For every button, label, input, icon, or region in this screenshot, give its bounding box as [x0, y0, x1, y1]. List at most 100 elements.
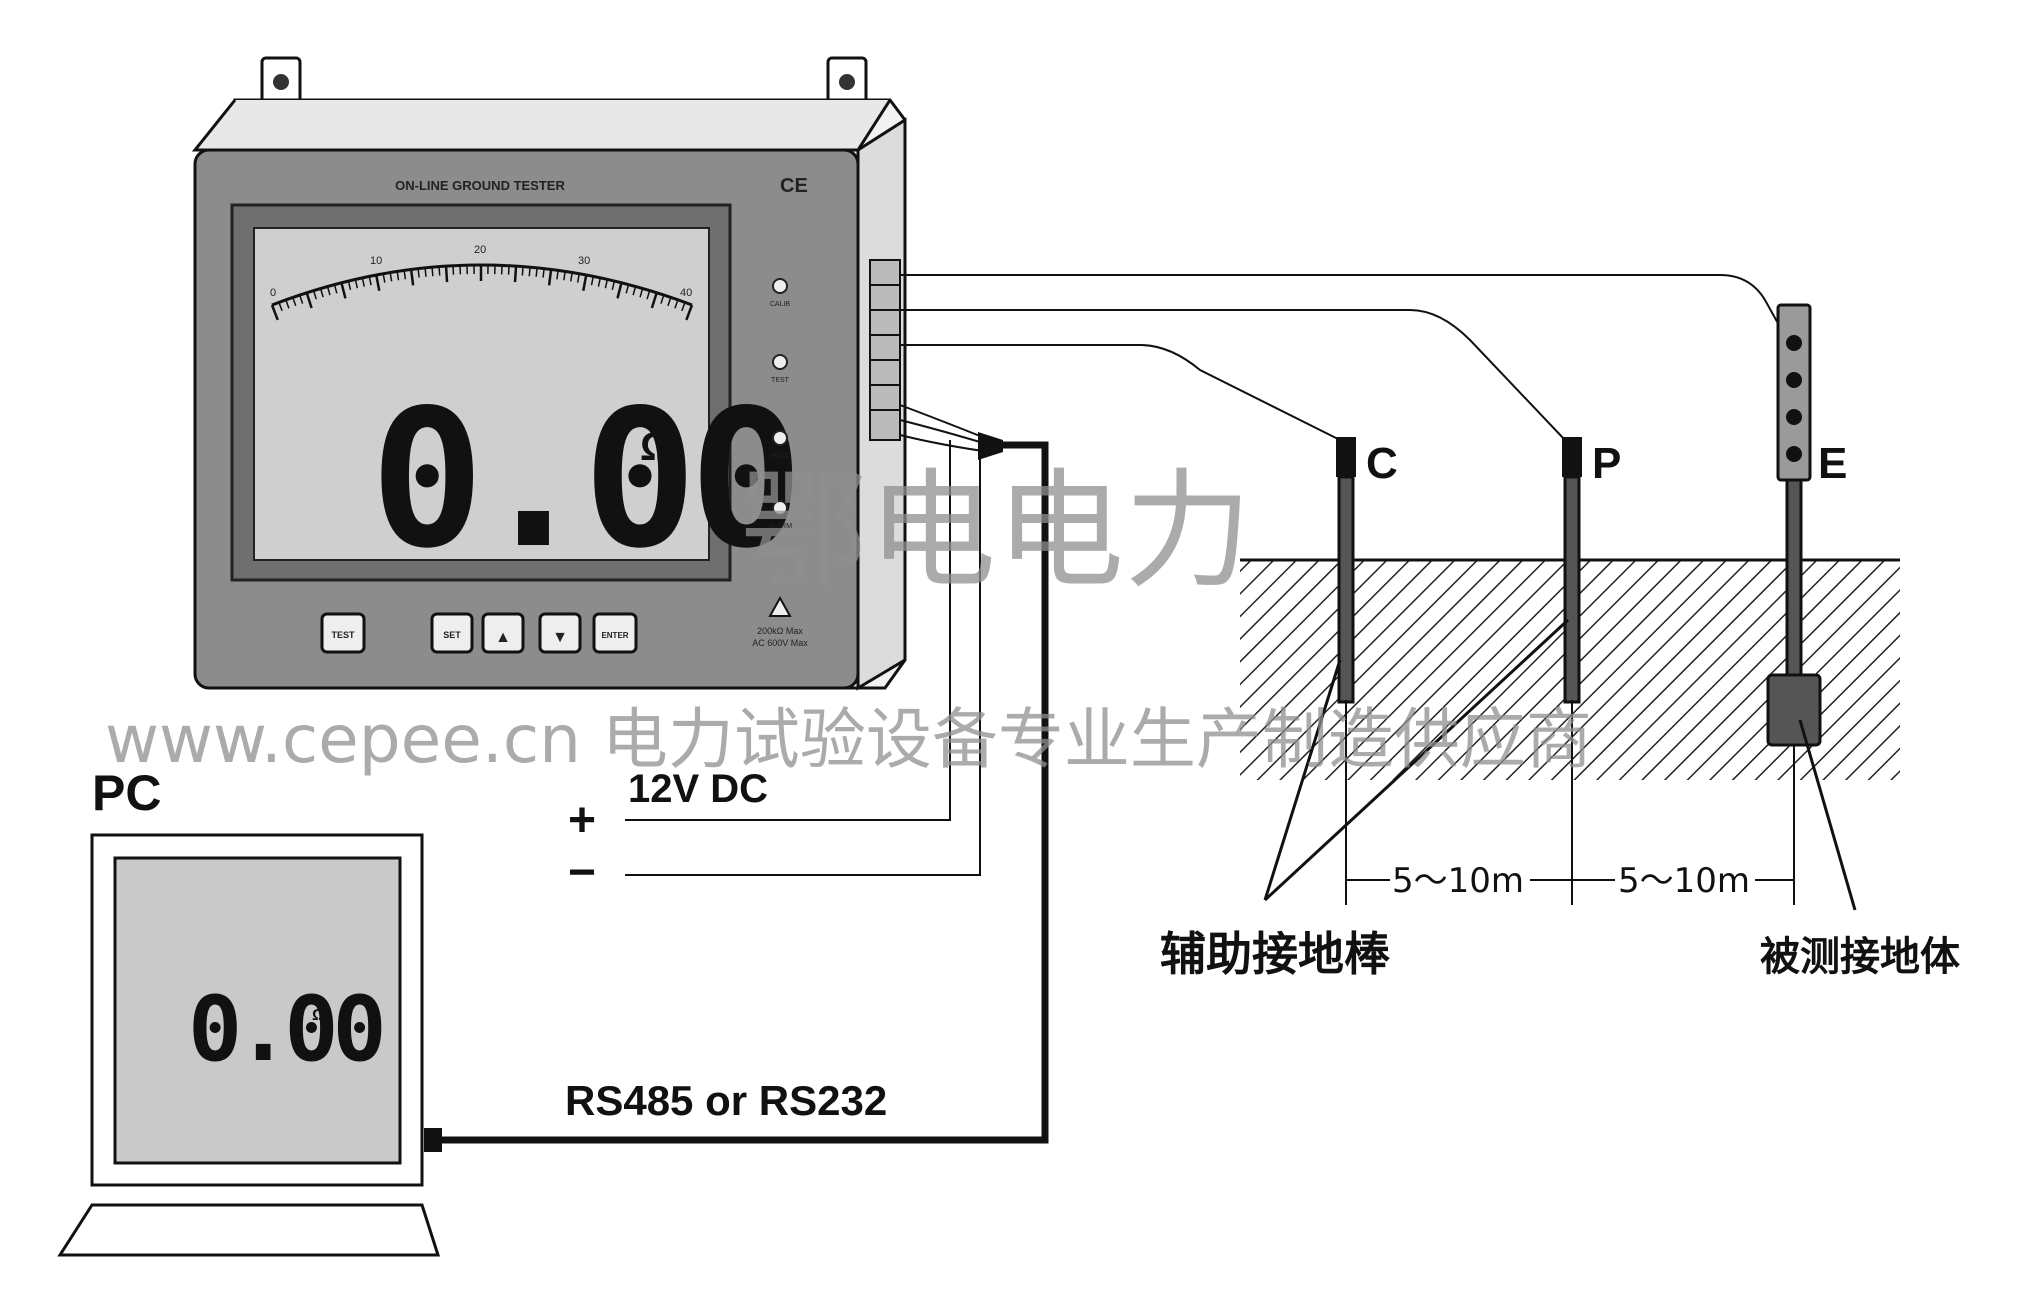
- scale-tick: [650, 292, 658, 309]
- scale-tick: [646, 290, 651, 300]
- led-label: HOLD: [770, 453, 789, 460]
- distance-p-e: 5～10m: [1618, 861, 1750, 901]
- enter-button[interactable]: ENTER: [592, 612, 638, 654]
- pc-keyboard-base: [57, 1203, 441, 1257]
- distance-c-p: 5～10m: [1392, 861, 1524, 901]
- distance-markers: [1345, 700, 1795, 905]
- scale-tick: [340, 282, 347, 299]
- led-indicator: [772, 500, 788, 516]
- pc-reading-unit: Ω: [312, 1007, 325, 1024]
- scale-tick: [667, 297, 672, 307]
- led-indicator: [772, 430, 788, 446]
- scale-tick: [270, 304, 279, 321]
- scale-label: 0: [270, 287, 276, 299]
- aux-rod-label: 辅助接地棒: [1160, 927, 1391, 981]
- device-title: ON-LINE GROUND TESTER: [395, 178, 565, 193]
- scale-tick: [590, 276, 595, 286]
- scale-tick: [547, 269, 553, 286]
- scale-tick: [409, 269, 415, 286]
- scale-tick: [382, 273, 386, 283]
- analog-scale-ticks: [270, 265, 694, 321]
- terminal-block: [869, 259, 901, 441]
- led-label: CALIB: [770, 301, 791, 308]
- svg-text:ENTER: ENTER: [601, 631, 628, 640]
- led-label: TEST: [771, 377, 790, 384]
- tested-body-label: 被测接地体: [1760, 934, 1960, 980]
- scale-tick: [431, 267, 434, 277]
- power-plus-sign: +: [568, 794, 596, 847]
- test-button[interactable]: TEST: [320, 612, 366, 654]
- led-indicator: [772, 354, 788, 370]
- scale-tick: [326, 286, 331, 296]
- scale-tick: [563, 271, 566, 281]
- scale-tick: [535, 267, 538, 277]
- front-buttons: TEST SET ▲ ▼ ENTER: [320, 612, 638, 654]
- e-electrode: E: [1766, 303, 1847, 747]
- down-button[interactable]: ▼: [538, 612, 582, 654]
- scale-tick: [674, 299, 679, 309]
- scale-tick: [424, 267, 427, 277]
- ground-tester-device: ON-LINE GROUND TESTER CE 0 10 20 30 40 0…: [191, 56, 907, 691]
- scale-tick: [528, 267, 531, 277]
- led-indicator: [772, 278, 788, 294]
- scale-tick: [285, 299, 290, 309]
- tested-ground-body: [1766, 673, 1822, 747]
- serial-cable: [440, 441, 1049, 1144]
- e-electrode-label: E: [1818, 439, 1847, 488]
- scale-tick: [417, 268, 420, 278]
- scale-tick: [582, 274, 588, 291]
- led-label: ALARM: [768, 523, 792, 530]
- scale-tick: [444, 266, 449, 283]
- warning-icon: [768, 595, 792, 617]
- scale-tick: [569, 272, 573, 282]
- serial-link-label: RS485 or RS232: [565, 1077, 887, 1124]
- scale-tick: [556, 270, 559, 280]
- pc-reading: 0.00: [188, 977, 382, 1082]
- main-reading: 0.00: [370, 369, 796, 590]
- lcd-display: 0 10 20 30 40 0.00 Ω: [230, 203, 804, 590]
- label-pointers: [1263, 618, 1857, 911]
- c-wire: [900, 344, 1341, 441]
- scale-label: 40: [680, 287, 692, 299]
- scale-tick: [611, 280, 616, 290]
- wires: [440, 274, 1791, 1144]
- scale-tick: [333, 284, 338, 294]
- scale-tick: [305, 292, 313, 309]
- power-positive-wire: [625, 440, 951, 821]
- e-wire: [900, 274, 1791, 346]
- scale-tick: [632, 286, 637, 296]
- p-electrode: P: [1562, 437, 1621, 704]
- scale-tick: [604, 279, 609, 289]
- mounting-ear-right: [826, 56, 868, 108]
- pc-screen: [113, 856, 402, 1165]
- scale-tick: [354, 279, 359, 289]
- scale-tick: [278, 302, 283, 312]
- scale-tick: [521, 266, 524, 276]
- scale-tick: [597, 277, 602, 287]
- scale-tick: [361, 277, 365, 287]
- scale-tick: [292, 297, 297, 307]
- status-leds: CALIB TEST HOLD ALARM: [768, 278, 792, 530]
- scale-tick: [542, 268, 545, 278]
- scale-tick: [368, 276, 372, 286]
- up-button[interactable]: ▲: [481, 612, 525, 654]
- reading-unit: Ω: [640, 425, 672, 469]
- scale-tick: [403, 270, 407, 280]
- pc-laptop: PC 0.00 Ω: [57, 765, 442, 1257]
- p-wire: [900, 309, 1566, 441]
- scale-label: 10: [370, 255, 382, 267]
- power-label: 12V DC: [628, 767, 768, 811]
- scale-tick: [299, 294, 304, 304]
- c-electrode-label: C: [1366, 439, 1398, 488]
- scale-tick: [312, 290, 317, 300]
- pc-label: PC: [92, 765, 161, 821]
- set-button[interactable]: SET: [430, 612, 474, 654]
- down-arrow-icon: ▼: [552, 629, 568, 646]
- up-arrow-icon: ▲: [495, 629, 511, 646]
- rating-line-2: AC 600V Max: [752, 638, 808, 648]
- watermark-url: www.cepee.cn 电力试验设备专业生产制造供应商: [105, 701, 1592, 778]
- cable-connector: [978, 432, 1003, 460]
- power-negative-wire: [625, 452, 981, 876]
- scale-label: 20: [474, 244, 486, 256]
